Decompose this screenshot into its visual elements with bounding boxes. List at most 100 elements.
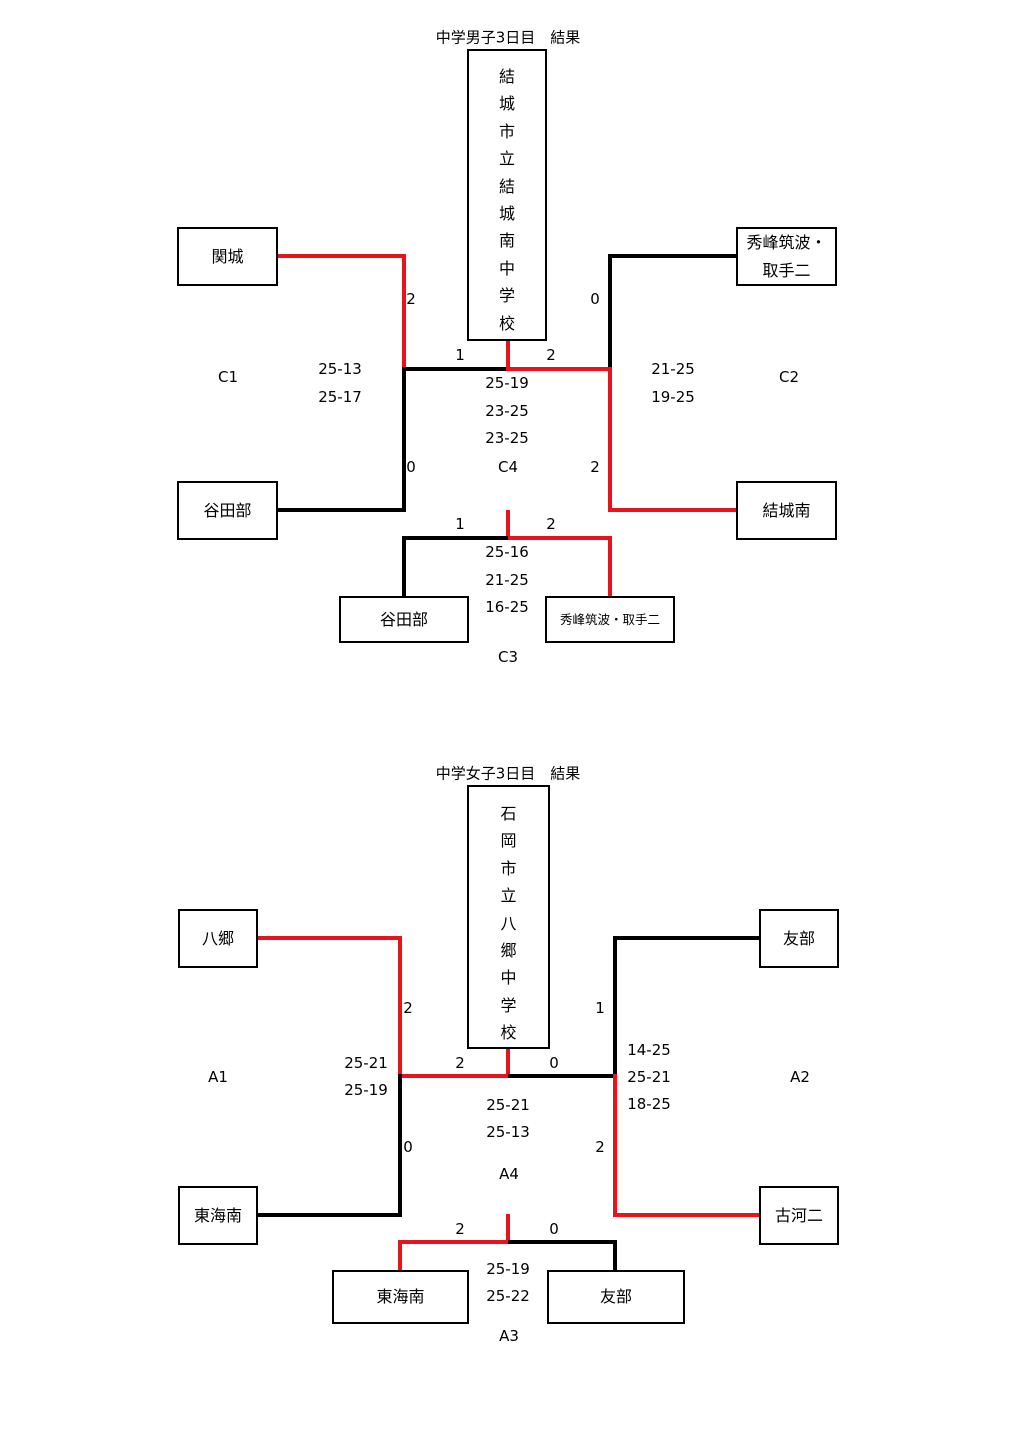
- girls-team-bottom-right: 古河二: [759, 1186, 839, 1245]
- girls-line-third-right-v: [613, 1240, 617, 1272]
- girls-team-top-right: 友部: [759, 909, 839, 968]
- girls-line-third-left-v: [398, 1240, 402, 1272]
- boys-third-left-team: 谷田部: [339, 596, 469, 643]
- girls-final-set: 25-13: [486, 1123, 530, 1141]
- boys-line-final-left: [402, 367, 507, 371]
- boys-team-top-right-line1: 秀峰筑波・: [746, 233, 827, 253]
- boys-title: 中学男子3日目 結果: [435, 28, 581, 47]
- boys-c1-top-score: 2: [406, 290, 416, 308]
- boys-c1-label: C1: [217, 368, 239, 386]
- girls-a2-label: A2: [790, 1068, 810, 1086]
- girls-third-left-team: 東海南: [332, 1270, 469, 1324]
- boys-line-c1-bottom-v: [402, 367, 406, 512]
- boys-line-c1-top-h: [276, 254, 406, 258]
- boys-c2-set: 19-25: [651, 388, 695, 406]
- boys-third-set: 21-25: [485, 571, 529, 589]
- girls-a4-label: A4: [499, 1165, 519, 1183]
- boys-team-top-right: 秀峰筑波・ 取手二: [736, 227, 837, 286]
- boys-champion-char: 城: [498, 203, 515, 223]
- boys-champion-char: 中: [498, 258, 515, 278]
- boys-champion-char: 学: [498, 286, 515, 306]
- boys-team-top-left: 関城: [177, 227, 278, 286]
- boys-c2-label: C2: [778, 368, 800, 386]
- boys-third-right-team: 秀峰筑波・取手二: [545, 596, 675, 643]
- girls-line-a2-top-h: [613, 936, 761, 940]
- girls-line-third-right-h: [508, 1240, 617, 1244]
- girls-line-a2-top-v: [613, 936, 617, 1078]
- girls-champion-char: 岡: [500, 831, 517, 851]
- girls-a2-set: 25-21: [627, 1068, 671, 1086]
- boys-third-right-score: 2: [546, 515, 556, 533]
- girls-a3-label: A3: [499, 1327, 519, 1345]
- girls-champion-char: 校: [500, 1023, 517, 1043]
- boys-final-set: 25-19: [485, 374, 529, 392]
- boys-line-third-left-v: [402, 536, 406, 598]
- girls-champion-char: 立: [500, 886, 517, 906]
- girls-a1-label: A1: [208, 1068, 228, 1086]
- boys-line-c1-bottom-h: [276, 508, 406, 512]
- girls-line-final-right: [508, 1074, 617, 1078]
- boys-line-c2-top-h: [608, 254, 738, 258]
- boys-line-c2-bottom-v: [608, 367, 612, 512]
- boys-line-c2-bottom-h: [608, 508, 738, 512]
- boys-third-set: 25-16: [485, 543, 529, 561]
- boys-third-set: 16-25: [485, 598, 529, 616]
- boys-line-final-right: [506, 367, 612, 371]
- girls-line-third-left-h: [398, 1240, 508, 1244]
- girls-a1-top-score: 2: [403, 999, 413, 1017]
- boys-team-top-right-line2: 取手二: [762, 260, 811, 280]
- boys-champion-char: 城: [498, 94, 515, 114]
- girls-team-top-left: 八郷: [178, 909, 258, 968]
- girls-third-left-score: 2: [455, 1220, 465, 1238]
- boys-line-third-stem: [506, 510, 510, 540]
- boys-line-c2-top-v: [608, 254, 612, 371]
- boys-team-bottom-left: 谷田部: [177, 481, 278, 540]
- boys-line-third-left-h: [402, 536, 508, 540]
- girls-third-set: 25-19: [486, 1260, 530, 1278]
- girls-a1-set: 25-19: [344, 1081, 388, 1099]
- boys-c1-set: 25-17: [318, 388, 362, 406]
- boys-c4-label: C4: [497, 458, 519, 476]
- girls-final-set: 25-21: [486, 1096, 530, 1114]
- boys-final-left-score: 1: [455, 346, 465, 364]
- boys-c2-top-score: 0: [590, 290, 600, 308]
- boys-c3-label: C3: [497, 648, 519, 666]
- boys-line-c1-top-v: [402, 254, 406, 371]
- boys-champion-box: 結 城 市 立 結 城 南 中 学 校: [467, 49, 547, 341]
- boys-c1-bottom-score: 0: [406, 458, 416, 476]
- girls-a2-bottom-score: 2: [595, 1138, 605, 1156]
- girls-a1-bottom-score: 0: [403, 1138, 413, 1156]
- girls-line-a1-top-h: [256, 936, 402, 940]
- girls-champion-char: 石: [500, 804, 517, 823]
- boys-final-set: 23-25: [485, 429, 529, 447]
- boys-champion-char: 市: [498, 121, 515, 141]
- girls-final-left-score: 2: [455, 1054, 465, 1072]
- girls-a2-set: 18-25: [627, 1095, 671, 1113]
- girls-third-right-team: 友部: [547, 1270, 685, 1324]
- boys-c1-set: 25-13: [318, 360, 362, 378]
- girls-title: 中学女子3日目 結果: [435, 764, 581, 783]
- boys-champion-char: 結: [498, 176, 515, 196]
- girls-champion-char: 学: [500, 995, 517, 1015]
- boys-champion-char: 結: [498, 67, 515, 86]
- girls-a2-top-score: 1: [595, 999, 605, 1017]
- boys-final-set: 23-25: [485, 402, 529, 420]
- girls-line-a2-bottom-v: [613, 1074, 617, 1217]
- girls-line-champion-stem: [506, 1047, 510, 1078]
- girls-champion-box: 石 岡 市 立 八 郷 中 学 校: [467, 785, 550, 1049]
- boys-final-right-score: 2: [546, 346, 556, 364]
- boys-third-left-score: 1: [455, 515, 465, 533]
- girls-final-right-score: 0: [549, 1054, 559, 1072]
- boys-champion-char: 校: [498, 313, 515, 333]
- boys-champion-char: 立: [498, 149, 515, 169]
- girls-a2-set: 14-25: [627, 1041, 671, 1059]
- boys-line-third-right-v: [608, 536, 612, 598]
- boys-line-third-right-h: [508, 536, 612, 540]
- girls-line-a1-top-v: [398, 936, 402, 1078]
- girls-line-a1-bottom-h: [256, 1213, 402, 1217]
- girls-third-right-score: 0: [549, 1220, 559, 1238]
- boys-team-bottom-right: 結城南: [736, 481, 837, 540]
- girls-champion-char: 中: [500, 968, 517, 988]
- boys-champion-char: 南: [498, 231, 515, 251]
- girls-line-final-left: [398, 1074, 510, 1078]
